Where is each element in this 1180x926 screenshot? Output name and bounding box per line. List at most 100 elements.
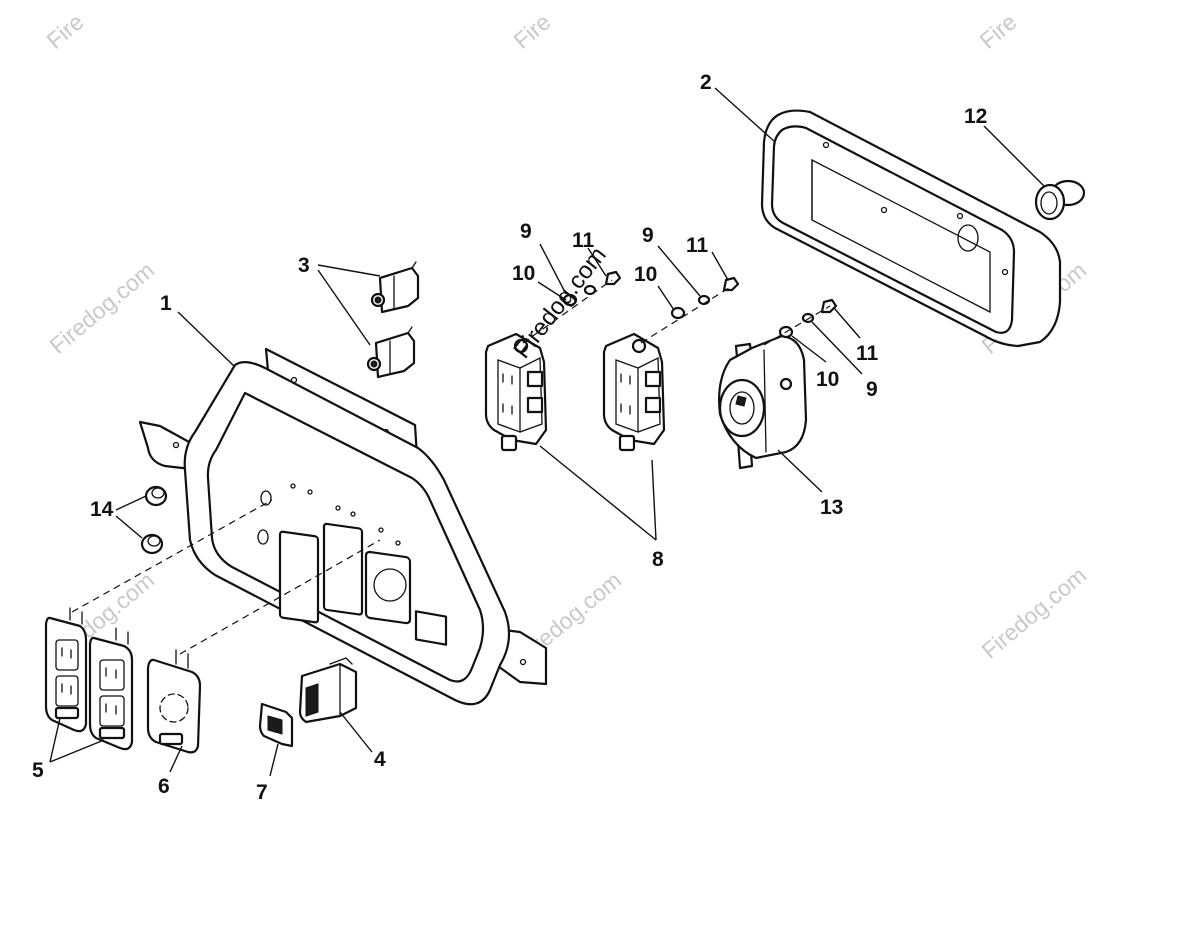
callout-3: 3 [298, 254, 310, 277]
leader-line [833, 307, 861, 339]
twistlock-receptacle-part [718, 334, 808, 470]
callout-9: 9 [642, 224, 654, 247]
rear-housing-part [760, 109, 1062, 348]
callout-8: 8 [652, 548, 664, 571]
leader-line [791, 335, 827, 363]
switch-cutout [414, 610, 448, 646]
housing-hole [822, 141, 830, 149]
callout-9: 9 [866, 378, 878, 401]
screw-hole [335, 505, 341, 511]
gfci-terminal [644, 370, 662, 388]
button-top [147, 535, 161, 547]
leader-line [49, 739, 105, 763]
indicator-part [258, 702, 294, 748]
switch-terminal [329, 657, 353, 665]
outlet-strap [54, 706, 80, 720]
outlet-socket [55, 639, 79, 671]
callout-14: 14 [90, 498, 114, 521]
watermark-layer: Fire Fire Fire Firedog.com Firedog.com F… [42, 8, 1092, 668]
gfci-terminal [526, 396, 544, 414]
housing-rim [770, 125, 1016, 334]
leader-line [539, 445, 657, 541]
outlet-cutout [278, 530, 320, 624]
receptacle-ring [729, 391, 755, 425]
leader-line [115, 495, 147, 511]
leader-line [339, 711, 373, 753]
callout-labels: 1 2 3 4 5 6 7 8 9 9 9 10 10 10 11 11 11 … [32, 71, 987, 804]
leader-line [169, 745, 183, 773]
hex-nut [722, 276, 740, 292]
screw-hole [378, 527, 384, 533]
callout-1: 1 [160, 292, 172, 315]
housing-knockout [957, 224, 979, 252]
leader-line [811, 321, 863, 375]
tab-hole [172, 441, 180, 449]
hex-nut [604, 270, 622, 286]
lock-washer [697, 294, 711, 306]
rocker-switch-part [298, 657, 358, 724]
receptacle-face [718, 378, 766, 438]
leader-line [177, 311, 235, 367]
duplex-outlet-part [88, 627, 134, 751]
leader-line [651, 459, 657, 541]
gfci-side [519, 356, 543, 433]
callout-9: 9 [520, 220, 532, 243]
housing-hole [1001, 268, 1009, 276]
leader-line [983, 125, 1045, 187]
watermark-fragment: Fire [975, 8, 1022, 53]
alignment-line [763, 305, 831, 346]
screw-hole [350, 511, 356, 517]
alignment-line [640, 285, 733, 344]
twistlock-ring [159, 693, 189, 723]
tab-hole [519, 658, 527, 666]
screw-hole [307, 489, 313, 495]
reset-button-part [144, 485, 168, 507]
receptacle-slot [735, 395, 747, 407]
gfci-terminal [644, 396, 662, 414]
callout-6: 6 [158, 775, 170, 798]
breaker-button-cap [370, 360, 378, 368]
leader-line [115, 515, 143, 539]
screw-hole [395, 540, 401, 546]
hardware-group [562, 270, 838, 339]
leader-line [657, 245, 701, 297]
reset-button-part [140, 533, 164, 555]
callout-13: 13 [820, 496, 843, 519]
plug-part [1034, 179, 1086, 221]
control-panel-part [138, 347, 548, 706]
button-top [151, 487, 165, 499]
flat-washer [562, 293, 578, 307]
gfci-outlet-part [602, 332, 666, 452]
flat-washer [670, 306, 686, 320]
breaker-body [374, 331, 416, 379]
callout-10: 10 [816, 368, 839, 391]
alignment-line [71, 499, 273, 613]
leader-line [317, 264, 381, 277]
callout-7: 7 [256, 781, 268, 804]
housing-hole [956, 212, 964, 220]
leader-line [269, 743, 279, 777]
watermark-fragment: Fire [42, 8, 89, 53]
outlet-socket [55, 675, 79, 707]
gfci-strap [500, 434, 518, 452]
callout-11: 11 [686, 234, 709, 257]
callout-4: 4 [374, 748, 386, 771]
breaker-terminal [411, 261, 417, 269]
faceplate-hole [257, 529, 269, 545]
leader-line [711, 251, 729, 281]
watermark-text: Firedog.com [45, 257, 160, 359]
gfci-side [637, 356, 661, 433]
leader-line [317, 269, 371, 346]
alignment-line [522, 279, 613, 344]
outlet-socket [99, 695, 125, 727]
leader-line [537, 281, 567, 301]
callout-12: 12 [964, 105, 987, 128]
outlet-socket [99, 659, 125, 691]
plate-strap [158, 732, 184, 746]
plate-body [146, 658, 202, 754]
overlay-watermark: Firedog.com [508, 242, 611, 364]
overlay-watermark-text: Firedog.com [508, 242, 611, 364]
lock-washer [801, 312, 815, 324]
circuit-breaker-part [370, 261, 420, 314]
